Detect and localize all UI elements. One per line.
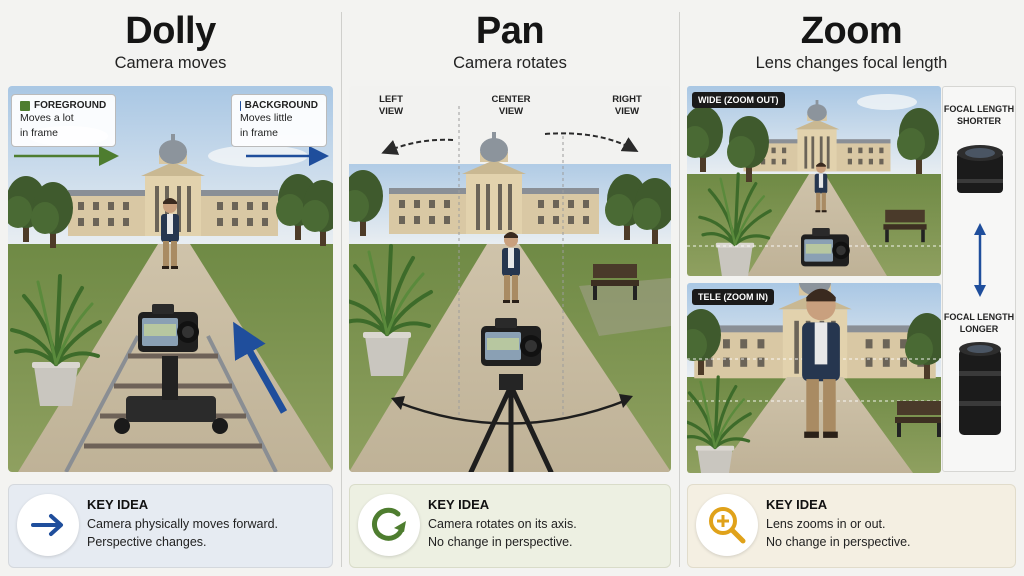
zoom-subtitle: Lens changes focal length [755, 54, 948, 72]
foreground-label: FOREGROUND Moves a lot in frame [11, 94, 116, 147]
pan-key-line1: Camera rotates on its axis. [428, 517, 577, 531]
dolly-key-line1: Camera physically moves forward. [87, 517, 279, 531]
dolly-forward-arrow [233, 321, 288, 414]
zoom-column: Zoom Lens changes focal length WIDE (ZOO… [679, 0, 1024, 576]
dolly-key-line2: Perspective changes. [87, 535, 207, 549]
pan-key-title: KEY IDEA [428, 497, 490, 512]
foreground-swatch [20, 100, 30, 111]
dolly-key-title: KEY IDEA [87, 497, 149, 512]
zoom-key-title: KEY IDEA [766, 497, 828, 512]
short-lens-icon [957, 145, 1003, 193]
background-swatch [240, 100, 241, 111]
pan-key-line2: No change in perspective. [428, 535, 573, 549]
zoom-key-line2: No change in perspective. [766, 535, 911, 549]
pan-key-idea: KEY IDEA Camera rotates on its axis. No … [349, 484, 671, 568]
pan-column: Pan Camera rotates [341, 0, 679, 576]
tele-view-panel: TELE (ZOOM IN) [687, 283, 941, 473]
pan-subtitle: Camera rotates [453, 54, 567, 72]
long-lens-icon [959, 342, 1001, 435]
pan-rotation-arc [396, 398, 628, 425]
pan-title: Pan [475, 10, 545, 52]
background-label: BACKGROUND Moves little in frame [231, 94, 327, 147]
dolly-scene: FOREGROUND Moves a lot in frame BACKGROU… [8, 86, 333, 472]
lens-diagram [957, 145, 1003, 435]
tele-label: TELE (ZOOM IN) [692, 289, 774, 305]
divider-right [679, 12, 680, 567]
arrow-right-icon [17, 494, 79, 556]
zoom-in-icon [696, 494, 758, 556]
dolly-subtitle: Camera moves [114, 54, 227, 72]
dolly-column: Dolly Camera moves [0, 0, 341, 576]
focal-range-arrow [974, 223, 986, 297]
dolly-key-idea: KEY IDEA Camera physically moves forward… [8, 484, 333, 568]
pan-left-arrow [381, 138, 454, 155]
divider-left [341, 12, 342, 567]
tele-illustration [687, 283, 941, 473]
pan-right-arrow [544, 132, 639, 152]
wide-illustration [687, 86, 941, 276]
wide-view-panel: WIDE (ZOOM OUT) [687, 86, 941, 276]
dolly-title: Dolly [125, 10, 216, 52]
zoom-key-line1: Lens zooms in or out. [766, 517, 886, 531]
zoom-key-idea: KEY IDEA Lens zooms in or out. No change… [687, 484, 1016, 568]
pan-illustration [349, 86, 671, 472]
wide-label: WIDE (ZOOM OUT) [692, 92, 785, 108]
rotate-icon [358, 494, 420, 556]
zoom-title: Zoom [800, 10, 903, 52]
